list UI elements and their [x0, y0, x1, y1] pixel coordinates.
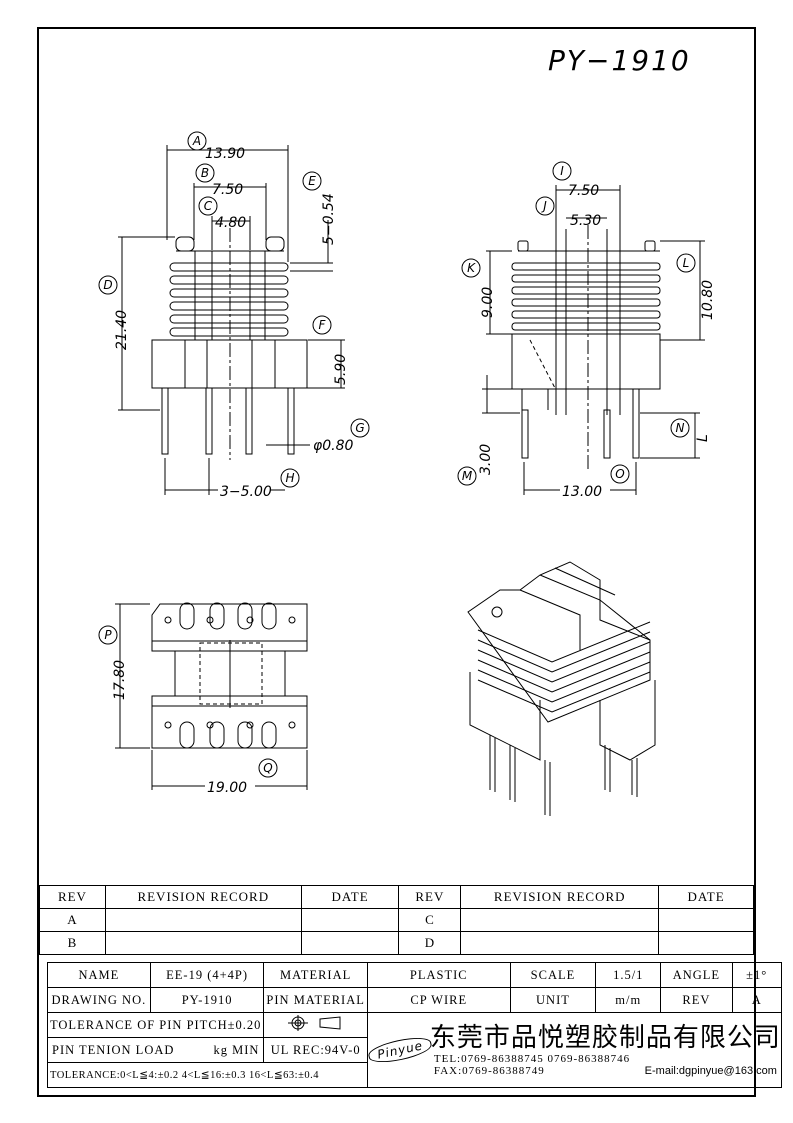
dim-q: 19.00	[207, 780, 247, 796]
table-row: B D	[39, 931, 754, 955]
rev-header: REV	[39, 885, 106, 909]
isometric-view	[467, 561, 656, 816]
dim-i: 7.50	[568, 183, 599, 199]
label-l: L	[683, 256, 690, 270]
revision-record-header-2: REVISION RECORD	[460, 885, 660, 909]
dim-o: 13.00	[562, 484, 602, 500]
company-email: E-mail:dgpinyue@163.com	[644, 1065, 777, 1077]
projection-icon	[287, 1015, 341, 1031]
name-label: NAME	[47, 962, 151, 988]
company-tel: TEL:0769-86388745 0769-86388746	[433, 1053, 631, 1065]
label-f: F	[319, 318, 327, 332]
unit-label: UNIT	[509, 987, 597, 1013]
label-d: D	[103, 278, 112, 292]
dim-m: 3.00	[478, 444, 494, 475]
label-q: Q	[263, 761, 272, 775]
tolerance-pitch: TOLERANCE OF PIN PITCH±0.20	[46, 1012, 265, 1038]
label-i: I	[560, 164, 564, 178]
label-b: B	[201, 166, 209, 180]
side-view	[482, 185, 705, 495]
projection-symbol	[263, 1012, 368, 1038]
company-name: 东莞市品悦塑胶制品有限公司	[429, 1023, 781, 1053]
label-o: O	[615, 467, 624, 481]
tolerance-ranges: TOLERANCE:0<L≦4:±0.2 4<L≦16:±0.3 16<L≦63…	[47, 1062, 368, 1088]
dim-h: 3−5.00	[220, 484, 272, 500]
unit-value: m/m	[595, 987, 662, 1013]
scale-label: SCALE	[509, 962, 597, 988]
dim-l: 10.80	[700, 280, 716, 320]
rev-cell: D	[398, 931, 462, 955]
date-cell	[300, 908, 400, 932]
record-cell	[104, 908, 302, 932]
dim-c: 4.80	[215, 215, 246, 231]
spec-table: NAME EE-19 (4+4P) MATERIAL PLASTIC SCALE…	[46, 962, 782, 1088]
company-block: Pinyue 东莞市品悦塑胶制品有限公司 TEL:0769-86388745 0…	[366, 1012, 782, 1088]
dim-p: 17.80	[112, 660, 128, 700]
label-e: E	[308, 174, 316, 188]
pin-material-value: CP WIRE	[366, 987, 511, 1013]
company-fax: FAX:0769-86388749	[433, 1065, 545, 1077]
rev-cell: B	[39, 931, 106, 955]
label-g: G	[355, 421, 364, 435]
record-cell	[104, 931, 302, 955]
dim-j: 5.30	[570, 213, 601, 229]
pin-tension-label: PIN TENION LOAD	[52, 1042, 175, 1057]
drawing-frame	[37, 27, 756, 1097]
date-header-2: DATE	[658, 885, 754, 909]
label-m: M	[462, 469, 473, 483]
rev-cell: C	[398, 908, 462, 932]
dim-n: L	[695, 434, 711, 442]
name-value: EE-19 (4+4P)	[149, 962, 265, 988]
record-cell	[460, 931, 660, 955]
angle-label: ANGLE	[660, 962, 733, 988]
date-cell	[658, 908, 754, 932]
label-j: J	[541, 199, 547, 213]
ul-rec: UL REC:94V-0	[263, 1037, 368, 1063]
dim-a: 13.90	[205, 146, 245, 162]
label-p: P	[104, 628, 112, 642]
pin-tension-row: PIN TENION LOAD kg MIN	[46, 1037, 265, 1063]
company-logo: Pinyue	[368, 1033, 434, 1067]
date-cell	[658, 931, 754, 955]
rev-value: A	[731, 987, 782, 1013]
label-c: C	[204, 199, 213, 213]
pin-material-label: PIN MATERIAL	[263, 987, 368, 1013]
dim-d: 21.40	[114, 310, 130, 350]
dim-e: 5−0.54	[321, 193, 337, 245]
material-value: PLASTIC	[366, 962, 511, 988]
date-header: DATE	[300, 885, 400, 909]
dim-b: 7.50	[212, 182, 243, 198]
drawing-no-value: PY-1910	[149, 987, 265, 1013]
label-h: H	[285, 471, 294, 485]
bottom-view	[115, 602, 308, 790]
dim-g: φ0.80	[313, 438, 354, 454]
revision-table: REV REVISION RECORD DATE REV REVISION RE…	[39, 885, 754, 955]
label-k: K	[467, 261, 476, 275]
drawing-title: PY−1910	[548, 44, 691, 77]
pin-tension-value: kg MIN	[213, 1042, 260, 1057]
dim-k: 9.00	[480, 287, 496, 318]
dim-f: 5.90	[333, 354, 349, 385]
material-label: MATERIAL	[263, 962, 368, 988]
label-a: A	[192, 134, 201, 148]
date-cell	[300, 931, 400, 955]
front-view	[118, 145, 345, 495]
rev-header-2: REV	[398, 885, 462, 909]
record-cell	[460, 908, 660, 932]
angle-value: ±1°	[731, 962, 782, 988]
table-row: A C	[39, 908, 754, 932]
drawing-no-label: DRAWING NO.	[47, 987, 151, 1013]
rev-label: REV	[660, 987, 733, 1013]
rev-cell: A	[39, 908, 106, 932]
label-n: N	[676, 421, 685, 435]
revision-record-header: REVISION RECORD	[104, 885, 302, 909]
scale-value: 1.5/1	[595, 962, 662, 988]
